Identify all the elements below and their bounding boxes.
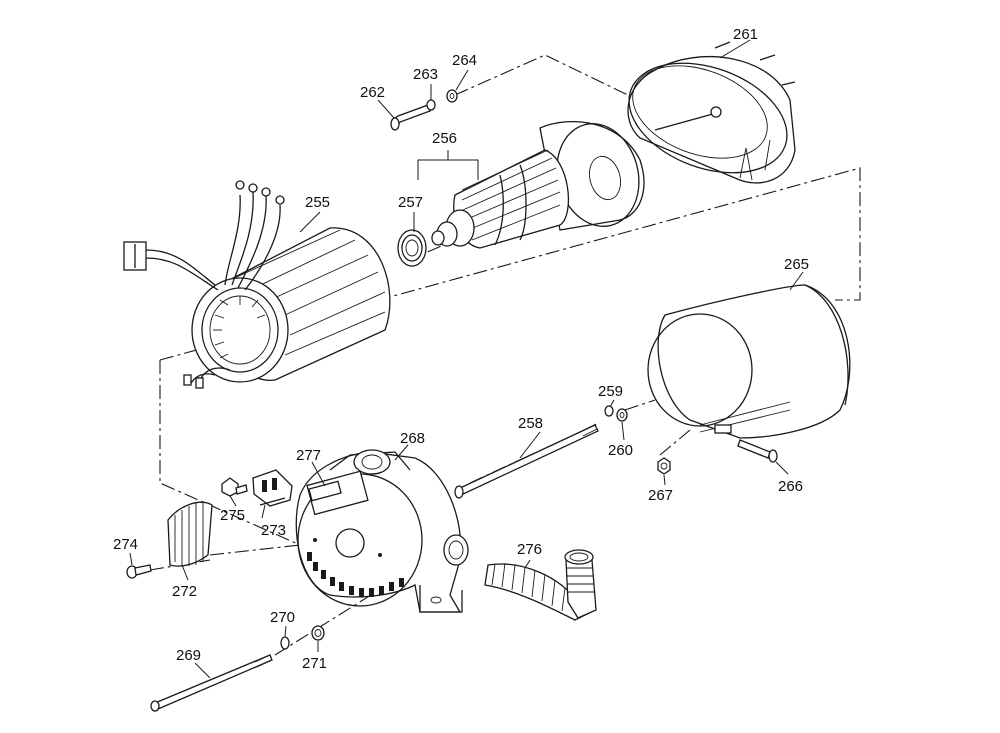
- part-270-washer: [280, 636, 290, 650]
- part-256-rotor: [431, 120, 645, 249]
- part-264-washer: [446, 89, 458, 103]
- label-268: 268: [400, 430, 425, 447]
- part-258-through-bolt: [454, 423, 599, 499]
- part-261-fan-cover: [627, 41, 796, 184]
- part-268-rear-housing: [295, 449, 469, 613]
- label-257: 257: [398, 194, 423, 211]
- label-272: 272: [172, 583, 197, 600]
- label-265: 265: [784, 256, 809, 273]
- part-277-plate: [308, 480, 342, 502]
- part-262-bolt: [390, 104, 431, 131]
- part-255-stator: [123, 180, 391, 389]
- part-276-duct-hose: [484, 549, 597, 621]
- part-266-screw: [737, 439, 778, 463]
- label-261: 261: [733, 26, 758, 43]
- part-275-screw: [221, 477, 248, 497]
- label-276: 276: [517, 541, 542, 558]
- label-275: 275: [220, 507, 245, 524]
- label-266: 266: [778, 478, 803, 495]
- label-262: 262: [360, 84, 385, 101]
- part-269-rod: [150, 654, 273, 712]
- label-273: 273: [261, 522, 286, 539]
- part-267-nut: [657, 457, 671, 475]
- part-260-washer: [616, 408, 628, 422]
- label-256: 256: [432, 130, 457, 147]
- part-259-washer: [604, 405, 614, 417]
- part-274-screw: [126, 564, 152, 579]
- part-273-brush-holder: [252, 469, 293, 507]
- label-271: 271: [302, 655, 327, 672]
- leader-lines: [129, 39, 804, 679]
- part-263-washer: [426, 99, 436, 111]
- label-260: 260: [608, 442, 633, 459]
- label-263: 263: [413, 66, 438, 83]
- label-270: 270: [270, 609, 295, 626]
- label-269: 269: [176, 647, 201, 664]
- part-257-bearing: [397, 229, 427, 267]
- label-277: 277: [296, 447, 321, 464]
- part-271-washer: [311, 625, 325, 641]
- label-274: 274: [113, 536, 138, 553]
- label-259: 259: [598, 383, 623, 400]
- part-265-cover-band: [647, 284, 851, 439]
- label-264: 264: [452, 52, 477, 69]
- label-255: 255: [305, 194, 330, 211]
- label-267: 267: [648, 487, 673, 504]
- part-labels: 255 256 257 258 259 260 261 262 263 264 …: [113, 26, 809, 672]
- label-258: 258: [518, 415, 543, 432]
- part-272-brush-cover: [167, 501, 213, 567]
